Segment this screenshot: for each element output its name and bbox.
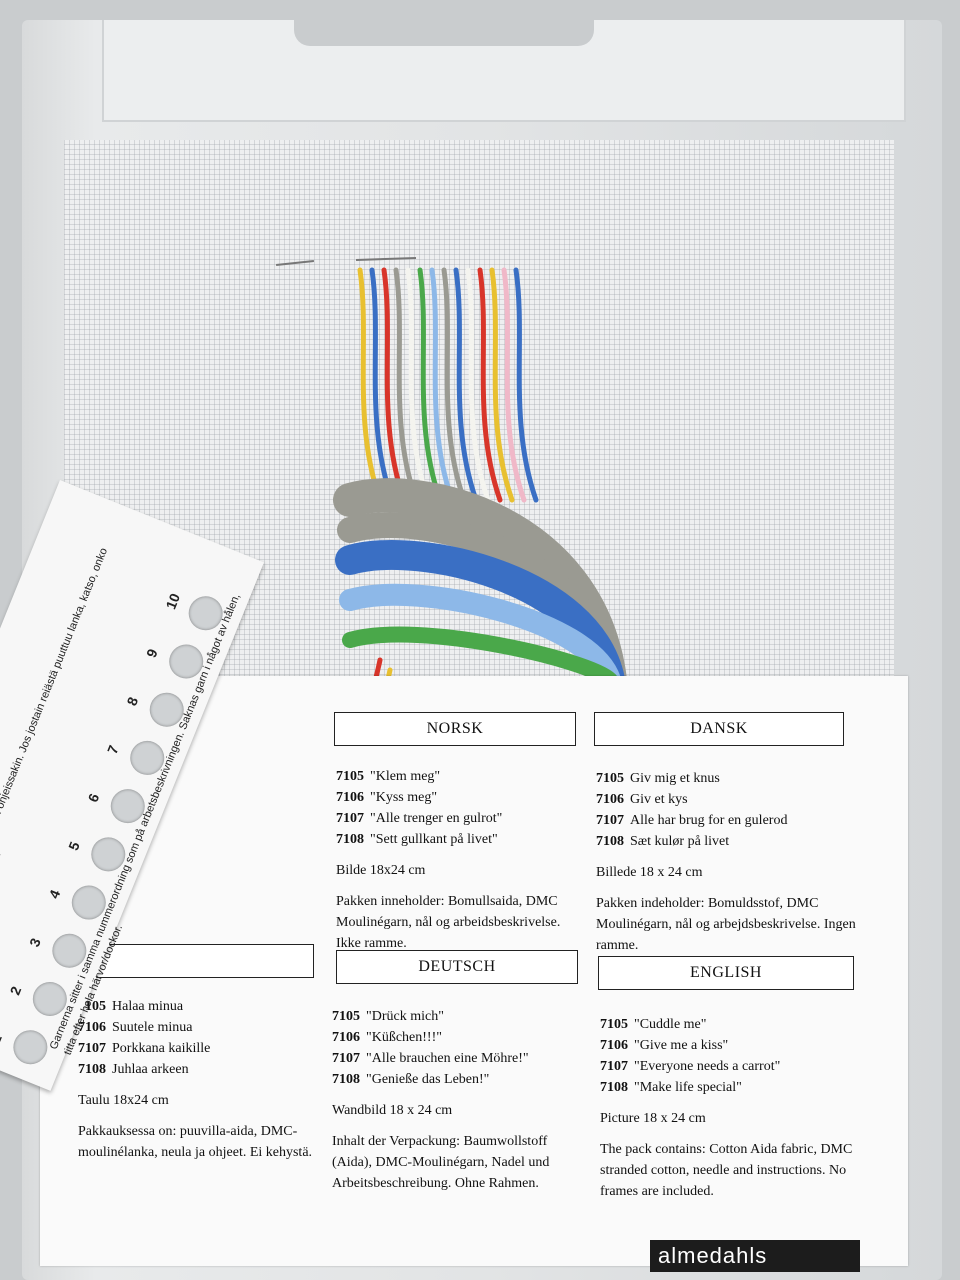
item-code: 7106 <box>336 790 364 805</box>
item-code: 7105 <box>596 771 624 786</box>
item-title: "Everyone needs a carrot" <box>634 1059 781 1074</box>
item-row: 7106 Giv et kys <box>596 789 858 810</box>
bag-hanger <box>102 20 906 122</box>
item-row: 7107 "Alle trenger en gulrot" <box>336 808 586 829</box>
item-code: 7108 <box>332 1072 360 1087</box>
item-code: 7106 <box>78 1020 106 1035</box>
item-row: 7106 "Küßchen!!!" <box>332 1027 582 1048</box>
item-row: 7106 "Kyss meg" <box>336 787 586 808</box>
item-title: "Küßchen!!!" <box>366 1030 442 1045</box>
item-row: 7105 "Drück mich" <box>332 1006 582 1027</box>
heading-deutsch: DEUTSCH <box>336 950 578 984</box>
item-code: 7108 <box>78 1062 106 1077</box>
item-title: "Sett gullkant på livet" <box>370 832 498 847</box>
item-title: Juhlaa arkeen <box>112 1062 189 1077</box>
hanger-slot <box>294 20 594 46</box>
item-title: "Cuddle me" <box>634 1017 707 1032</box>
size-text: Bilde 18x24 cm <box>336 863 426 878</box>
item-title: "Make life special" <box>634 1080 742 1095</box>
item-code: 7107 <box>78 1041 106 1056</box>
item-title: Sæt kulør på livet <box>630 834 730 849</box>
item-code: 7106 <box>600 1038 628 1053</box>
size-text: Wandbild 18 x 24 cm <box>332 1103 453 1118</box>
item-title: Alle har brug for en gulerod <box>630 813 788 828</box>
item-title: "Kyss meg" <box>370 790 438 805</box>
brand-logo: almedahls <box>650 1240 860 1272</box>
item-row: 7106 "Give me a kiss" <box>600 1035 862 1056</box>
heading-dansk: DANSK <box>594 712 844 746</box>
item-row: 7107 "Alle brauchen eine Möhre!" <box>332 1048 582 1069</box>
item-row: 7107 Alle har brug for en gulerod <box>596 810 858 831</box>
item-code: 7106 <box>596 792 624 807</box>
item-row: 7108 "Make life special" <box>600 1077 862 1098</box>
item-code: 7107 <box>336 811 364 826</box>
item-row: 7108 "Genieße das Leben!" <box>332 1069 582 1090</box>
item-title: Suutele minua <box>112 1020 193 1035</box>
item-row: 7107 Porkkana kaikille <box>78 1038 318 1059</box>
contents-text: The pack contains: Cotton Aida fabric, D… <box>600 1142 853 1199</box>
item-code: 7107 <box>332 1051 360 1066</box>
item-row: 7106 Suutele minua <box>78 1017 318 1038</box>
item-title: "Klem meg" <box>370 769 441 784</box>
item-row: 7108 Sæt kulør på livet <box>596 831 858 852</box>
item-code: 7105 <box>600 1017 628 1032</box>
heading-norsk: NORSK <box>334 712 576 746</box>
item-code: 7107 <box>600 1059 628 1074</box>
item-row: 7105 "Klem meg" <box>336 766 586 787</box>
size-text: Picture 18 x 24 cm <box>600 1111 706 1126</box>
item-title: "Give me a kiss" <box>634 1038 729 1053</box>
instruction-sheet: NORSK 7105 "Klem meg" 7106 "Kyss meg" 7107… <box>40 676 908 1266</box>
item-row: 7108 Juhlaa arkeen <box>78 1059 318 1080</box>
item-title: "Alle brauchen eine Möhre!" <box>366 1051 529 1066</box>
contents-text: Pakken indeholder: Bomuldsstof, DMC Moul… <box>596 896 856 953</box>
heading-suomi <box>84 944 314 978</box>
item-title: "Drück mich" <box>366 1009 444 1024</box>
contents-text: Pakken inneholder: Bomullsaida, DMC Moul… <box>336 894 561 951</box>
item-code: 7106 <box>332 1030 360 1045</box>
item-row: 7105 "Cuddle me" <box>600 1014 862 1035</box>
heading-english: ENGLISH <box>598 956 854 990</box>
item-code: 7105 <box>336 769 364 784</box>
item-title: "Genieße das Leben!" <box>366 1072 490 1087</box>
item-code: 7107 <box>596 813 624 828</box>
column-norsk: 7105 "Klem meg" 7106 "Kyss meg" 7107 "Alle … <box>336 766 586 954</box>
column-dansk: 7105 Giv mig et knus 7106 Giv et kys 7107 A… <box>596 768 858 956</box>
item-code: 7108 <box>336 832 364 847</box>
item-title: Giv et kys <box>630 792 688 807</box>
item-row: 7108 "Sett gullkant på livet" <box>336 829 586 850</box>
item-title: Porkkana kaikille <box>112 1041 211 1056</box>
item-code: 7108 <box>596 834 624 849</box>
item-row: 7107 "Everyone needs a carrot" <box>600 1056 862 1077</box>
size-text: Taulu 18x24 cm <box>78 1093 169 1108</box>
size-text: Billede 18 x 24 cm <box>596 865 703 880</box>
item-code: 7105 <box>332 1009 360 1024</box>
item-title: Halaa minua <box>112 999 184 1014</box>
item-title: "Alle trenger en gulrot" <box>370 811 503 826</box>
item-row: 7105 Giv mig et knus <box>596 768 858 789</box>
contents-text: Inhalt der Verpackung: Baumwollstoff (Ai… <box>332 1134 550 1191</box>
contents-text: Pakkauksessa on: puuvilla-aida, DMC-moul… <box>78 1124 313 1160</box>
item-code: 7108 <box>600 1080 628 1095</box>
column-english: 7105 "Cuddle me" 7106 "Give me a kiss" 710… <box>600 1014 862 1202</box>
item-title: Giv mig et knus <box>630 771 720 786</box>
column-deutsch: 7105 "Drück mich" 7106 "Küßchen!!!" 7107 "A… <box>332 1006 582 1194</box>
